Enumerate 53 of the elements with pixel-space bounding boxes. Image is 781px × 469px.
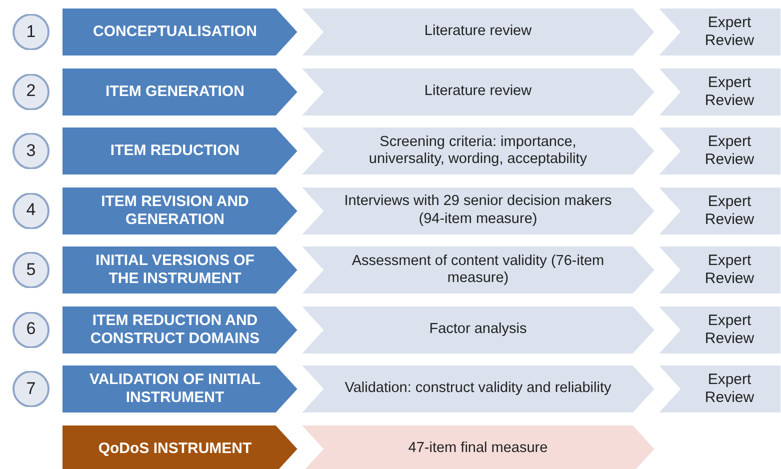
step-number: 7 bbox=[26, 378, 36, 400]
method-banner bbox=[301, 8, 655, 56]
review-text: Expert Review bbox=[704, 371, 756, 407]
review-text: Expert Review bbox=[704, 192, 756, 228]
step-number: 1 bbox=[26, 22, 36, 42]
stage-banner bbox=[62, 424, 298, 469]
review-text: Expert Review bbox=[704, 252, 756, 288]
review-banner bbox=[658, 127, 781, 175]
stage-title: ITEM REDUCTION bbox=[109, 142, 241, 160]
stage-title: QoDoS INSTRUMENT bbox=[97, 440, 253, 458]
step-number: 4 bbox=[26, 200, 36, 221]
stage-banner bbox=[62, 186, 298, 234]
method-banner bbox=[301, 246, 655, 294]
stage-banner bbox=[62, 8, 298, 56]
stage-title: ITEM REDUCTION AND CONSTRUCT DOMAINS bbox=[89, 312, 261, 348]
method-banner bbox=[301, 127, 655, 175]
stage-banner bbox=[62, 365, 298, 413]
step-number: 6 bbox=[26, 319, 36, 340]
method-banner bbox=[301, 306, 655, 354]
method-banner bbox=[301, 424, 655, 469]
review-banner bbox=[658, 8, 781, 56]
stage-banner bbox=[62, 246, 298, 294]
review-banner bbox=[658, 306, 781, 354]
review-banner bbox=[658, 246, 781, 294]
method-text: Validation: construct validity and reliability bbox=[344, 380, 612, 398]
stage-banner bbox=[62, 306, 298, 354]
method-banner bbox=[301, 68, 655, 116]
review-text: Expert Review bbox=[704, 312, 756, 348]
stage-title: VALIDATION OF INITIAL INSTRUMENT bbox=[88, 371, 262, 407]
review-text: Expert Review bbox=[704, 133, 756, 169]
method-text: Screening criteria: importance, universality, wording, acceptability bbox=[368, 134, 588, 168]
method-text: Interviews with 29 senior decision makers (94-item measure) bbox=[343, 193, 613, 228]
review-banner bbox=[658, 365, 781, 413]
method-text: 47-item final measure bbox=[407, 440, 549, 458]
review-text: Expert Review bbox=[704, 14, 756, 50]
review-banner bbox=[658, 68, 781, 116]
review-text: Expert Review bbox=[704, 74, 756, 110]
method-text: Literature review bbox=[423, 82, 533, 100]
step-number: 3 bbox=[26, 140, 36, 162]
method-text: Assessment of content validity (76-item measure) bbox=[350, 252, 606, 288]
stage-title: ITEM GENERATION bbox=[104, 82, 246, 100]
stage-banner bbox=[62, 68, 298, 116]
step-number: 5 bbox=[26, 260, 36, 280]
stage-title: INITIAL VERSIONS OF THE INSTRUMENT bbox=[94, 252, 256, 288]
review-banner bbox=[658, 186, 781, 234]
method-text: Factor analysis bbox=[428, 320, 528, 338]
stage-title: ITEM REVISION AND GENERATION bbox=[100, 192, 250, 228]
step-number: 2 bbox=[26, 81, 36, 102]
method-banner bbox=[301, 365, 655, 413]
stage-banner bbox=[62, 127, 298, 175]
stage-title: CONCEPTUALISATION bbox=[92, 23, 258, 41]
method-text: Literature review bbox=[423, 23, 533, 41]
method-banner bbox=[301, 186, 655, 234]
